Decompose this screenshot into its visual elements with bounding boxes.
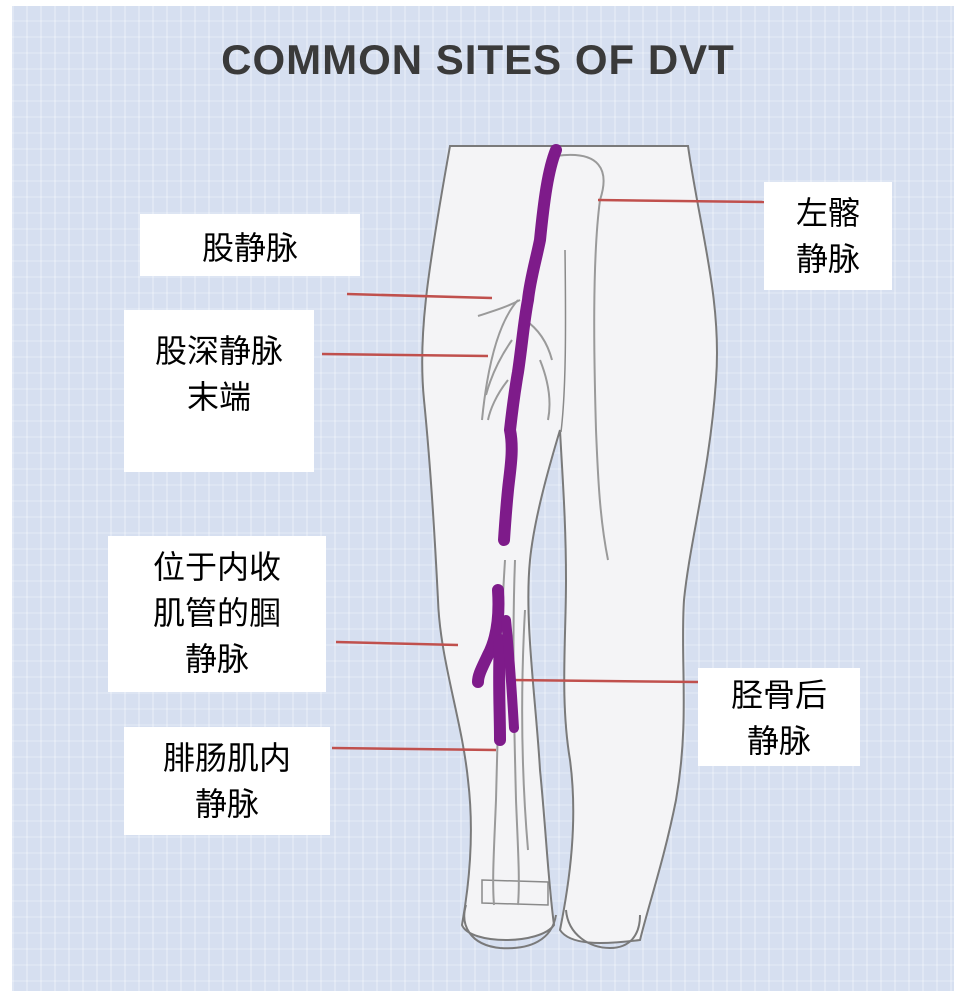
leg-outline (422, 146, 717, 943)
label-popliteal-vein: 位于内收 肌管的腘 静脉 (108, 536, 326, 692)
thrombus-calf (499, 640, 500, 740)
label-femoral-vein: 股静脉 (140, 214, 360, 276)
leader-popliteal (336, 642, 458, 645)
label-gastrocnemius-vein: 腓肠肌内 静脉 (124, 727, 330, 835)
label-posterior-tibial-vein: 胫骨后 静脉 (698, 668, 860, 766)
label-left-iliac-vein: 左髂 静脉 (764, 182, 892, 290)
label-deep-femoral-vein: 股深静脉 末端 (124, 310, 314, 472)
